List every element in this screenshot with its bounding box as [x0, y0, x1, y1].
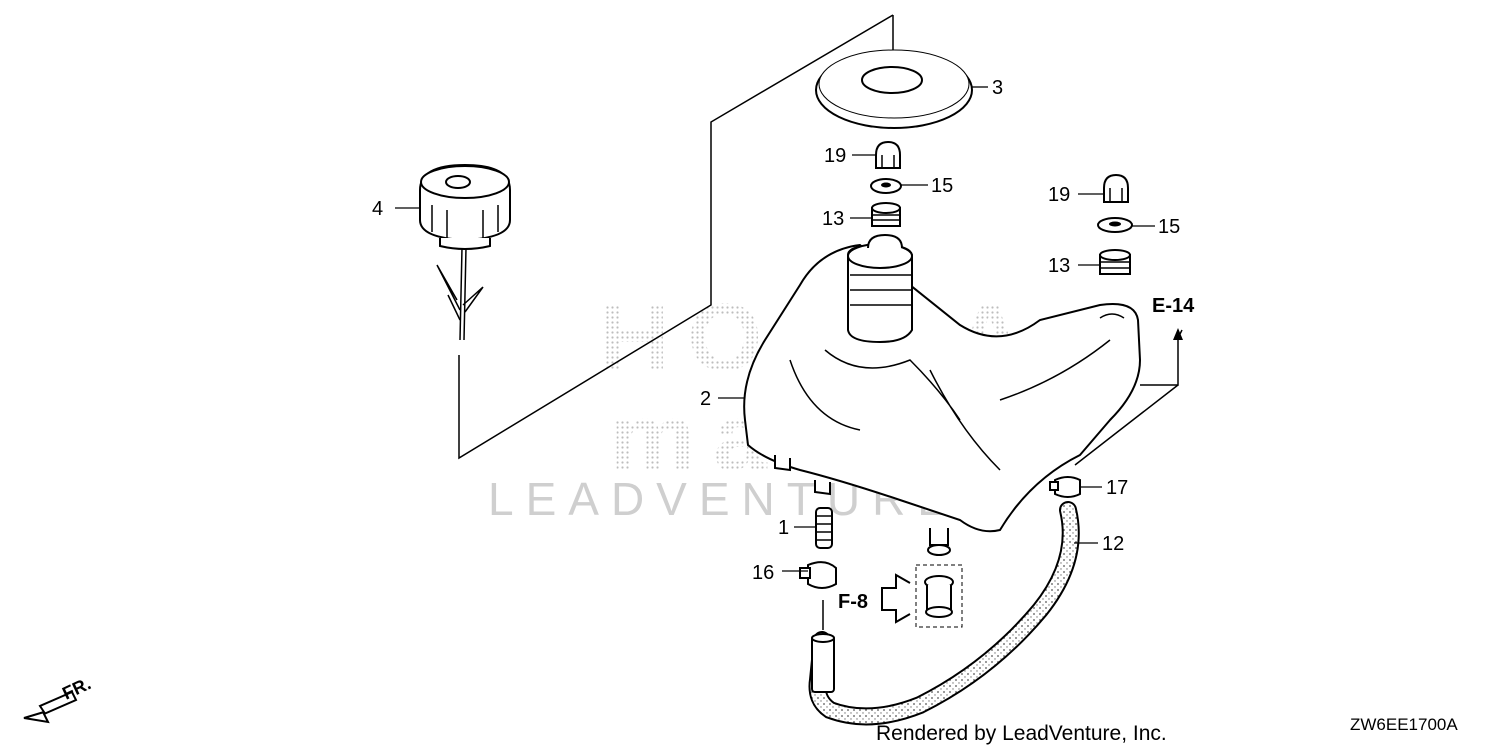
front-arrow-icon — [23, 690, 78, 724]
callout-12: 12 — [1102, 533, 1124, 555]
part-15-washer-left — [870, 178, 902, 194]
callout-19-right: 19 — [1048, 184, 1070, 206]
f8-reference-group — [881, 564, 963, 628]
part-13-grommet-left — [871, 202, 901, 227]
callout-13-left: 13 — [822, 208, 844, 230]
callout-1: 1 — [778, 517, 789, 539]
callout-16: 16 — [752, 562, 774, 584]
part-13-grommet-right — [1099, 249, 1131, 275]
part-15-washer-right — [1097, 217, 1133, 233]
callout-15-right: 15 — [1158, 216, 1180, 238]
part-19-nut-right — [1103, 173, 1129, 203]
callout-17: 17 — [1106, 477, 1128, 499]
part-2-fuel-tank — [743, 233, 1142, 556]
callout-19-left: 19 — [824, 145, 846, 167]
reference-e14[interactable]: E-14 — [1152, 295, 1195, 317]
part-4-fuel-cap — [419, 163, 511, 341]
part-19-nut-left — [875, 140, 901, 169]
part-3-seal-ring — [815, 49, 973, 129]
e14-arrowhead — [1173, 328, 1183, 340]
callout-15-left: 15 — [931, 175, 953, 197]
front-direction-indicator: FR. — [23, 673, 94, 724]
callout-4: 4 — [372, 198, 383, 220]
f8-arrow — [881, 573, 911, 624]
rendered-by-credit: Rendered by LeadVenture, Inc. — [876, 722, 1167, 745]
assembly-lines — [458, 14, 1183, 466]
callout-3: 3 — [992, 77, 1003, 99]
diagram-code: ZW6EE1700A — [1350, 715, 1458, 734]
reference-f8[interactable]: F-8 — [838, 591, 868, 613]
callout-2: 2 — [700, 388, 711, 410]
part-1-fuel-filter — [815, 507, 833, 549]
callouts: 3 19 15 13 19 15 13 4 2 1 16 17 12 — [372, 77, 1180, 584]
callout-13-right: 13 — [1048, 255, 1070, 277]
part-17-hose-clamp — [1049, 476, 1081, 498]
part-12-fuel-hose — [808, 501, 1080, 726]
leader-lines — [395, 86, 1155, 572]
part-16-hose-clamp — [799, 561, 837, 589]
